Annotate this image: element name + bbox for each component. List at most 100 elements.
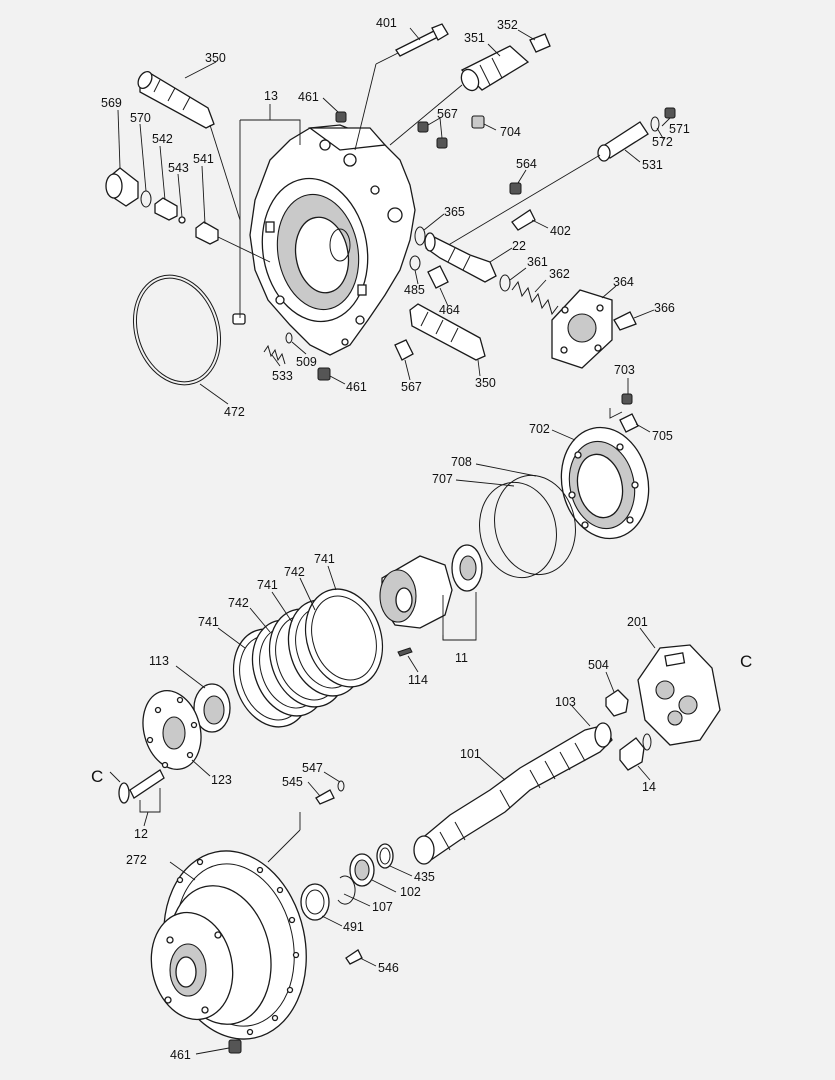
label-509: 509 (296, 355, 317, 369)
part-11-carrier (379, 544, 483, 640)
part-364-cover (551, 289, 613, 369)
label-364: 364 (613, 275, 634, 289)
label-504: 504 (588, 658, 609, 672)
label-461c: 461 (170, 1048, 191, 1062)
part-571-plug (664, 107, 676, 119)
label-401: 401 (376, 16, 397, 30)
label-570: 570 (130, 111, 151, 125)
label-741b: 741 (257, 578, 278, 592)
label-366: 366 (654, 301, 675, 315)
part-114-pin (397, 647, 413, 657)
label-705: 705 (652, 429, 673, 443)
label-201: 201 (627, 615, 648, 629)
label-351: 351 (464, 31, 485, 45)
part-366-bolt (613, 311, 637, 331)
label-114: 114 (408, 673, 428, 687)
part-705-screw (619, 413, 639, 433)
label-272: 272 (126, 853, 147, 867)
label-C1: C (740, 652, 752, 671)
part-435-ring (376, 843, 394, 869)
part-545-pin (267, 789, 335, 863)
part-113-ring (193, 683, 231, 733)
label-461b: 461 (346, 380, 367, 394)
label-546: 546 (378, 961, 399, 975)
part-461-plug-bottom (228, 1039, 242, 1054)
label-533: 533 (272, 369, 293, 383)
part-365-oring (414, 226, 426, 246)
part-491-seal (300, 883, 330, 921)
part-564-plug (509, 182, 522, 195)
part-541-seat (195, 221, 271, 263)
part-361-ring (499, 274, 511, 292)
label-107: 107 (372, 900, 393, 914)
label-702: 702 (529, 422, 550, 436)
part-13-housing (249, 124, 416, 356)
label-567b: 567 (401, 380, 422, 394)
part-107-snap-ring (337, 875, 356, 905)
label-365: 365 (444, 205, 465, 219)
label-571: 571 (669, 122, 690, 136)
part-14-bushing (619, 733, 652, 771)
part-704-plug (471, 115, 485, 129)
label-103: 103 (555, 695, 576, 709)
label-491: 491 (343, 920, 364, 934)
part-401-bolt (354, 23, 449, 151)
label-350b: 350 (475, 376, 496, 390)
label-485: 485 (404, 283, 425, 297)
label-531: 531 (642, 158, 663, 172)
label-472: 472 (224, 405, 245, 419)
part-485-oring (409, 255, 421, 271)
label-102: 102 (400, 885, 421, 899)
part-350-spool-left (137, 70, 241, 221)
part-543-ball (178, 216, 186, 224)
label-708: 708 (451, 455, 472, 469)
label-113: 113 (149, 654, 169, 668)
part-702-cover (560, 426, 650, 540)
label-361: 361 (527, 255, 548, 269)
label-569: 569 (101, 96, 122, 110)
part-461-plug-top (335, 111, 347, 123)
part-352-cap (529, 33, 551, 53)
part-464-plug (427, 265, 449, 289)
label-567a: 567 (437, 107, 458, 121)
part-708-ring (494, 474, 576, 576)
part-22-spool (424, 232, 497, 283)
label-704: 704 (500, 125, 521, 139)
part-350-spool-right (409, 303, 486, 361)
label-402: 402 (550, 224, 571, 238)
part-504-plug (605, 689, 629, 717)
label-707: 707 (432, 472, 453, 486)
part-572-ring (650, 116, 660, 132)
label-13: 13 (264, 89, 278, 103)
label-362: 362 (549, 267, 570, 281)
part-123-plate (142, 690, 202, 770)
label-741a: 741 (314, 552, 335, 566)
label-123: 123 (211, 773, 232, 787)
label-545: 545 (282, 775, 303, 789)
label-742b: 742 (228, 596, 249, 610)
label-22: 22 (512, 239, 526, 253)
label-564: 564 (516, 157, 537, 171)
label-435: 435 (414, 870, 435, 884)
leader-lines (109, 27, 671, 1055)
label-542: 542 (152, 132, 173, 146)
part-labels: 401 352 351 350 13 461 567 704 571 572 5… (91, 16, 752, 1062)
part-707-ring (479, 481, 557, 579)
part-461-plug-mid (317, 367, 331, 381)
part-531-piston (439, 121, 649, 251)
part-472-oring (132, 274, 222, 386)
label-14: 14 (642, 780, 656, 794)
label-11: 11 (455, 651, 468, 665)
label-703: 703 (614, 363, 635, 377)
label-352: 352 (497, 18, 518, 32)
part-509-ring (285, 332, 293, 344)
part-pin-13 (232, 313, 246, 325)
part-533-spring (263, 344, 286, 365)
label-541: 541 (193, 152, 214, 166)
label-464: 464 (439, 303, 460, 317)
part-351-relief-valve (389, 45, 530, 146)
label-572: 572 (652, 135, 673, 149)
label-101: 101 (460, 747, 481, 761)
part-201-plate (637, 644, 721, 746)
